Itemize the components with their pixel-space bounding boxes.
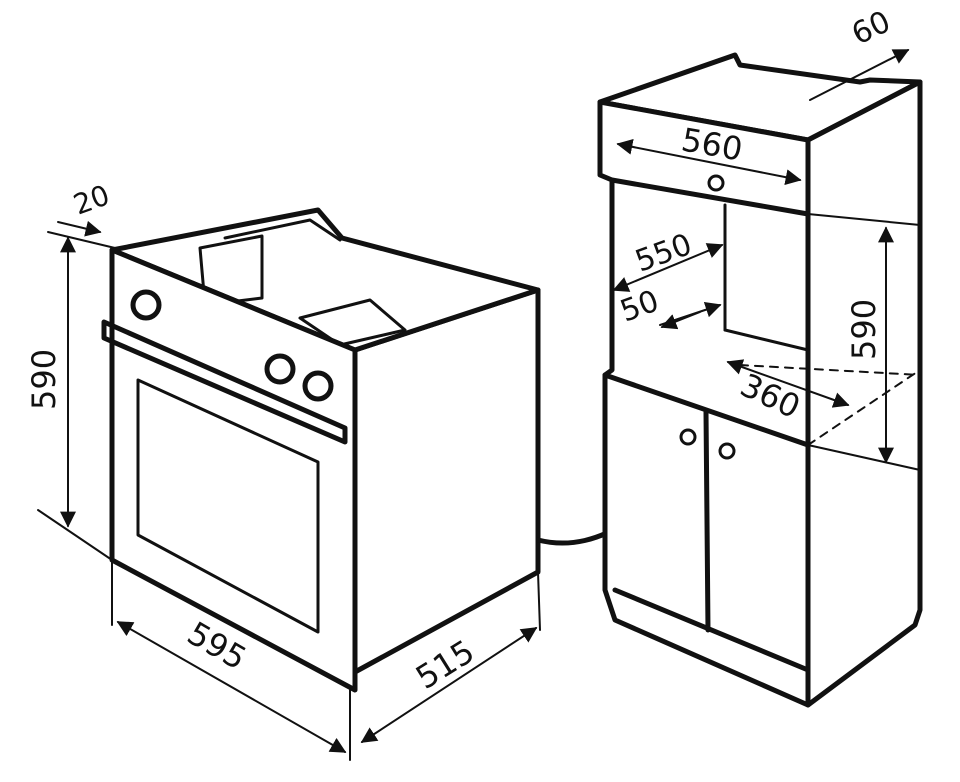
cabinet-top-band xyxy=(609,177,811,217)
label-niche-rear-gap: 60 xyxy=(847,4,896,52)
label-oven-height: 590 xyxy=(25,349,63,410)
oven-top-rail xyxy=(223,218,342,242)
door-knob-icon xyxy=(679,428,697,446)
oven xyxy=(101,207,671,693)
label-niche-height: 590 xyxy=(845,299,883,360)
control-knob-icon xyxy=(130,289,162,321)
control-knob-icon xyxy=(302,370,334,402)
cabinet-side xyxy=(805,79,923,708)
control-knob-icon xyxy=(264,353,296,385)
oven-door-handle xyxy=(101,319,348,445)
oven-side-panel xyxy=(352,287,541,675)
label-oven-panel-depth: 20 xyxy=(69,178,114,221)
door-knob-icon xyxy=(718,442,736,460)
oven-front xyxy=(109,247,358,693)
